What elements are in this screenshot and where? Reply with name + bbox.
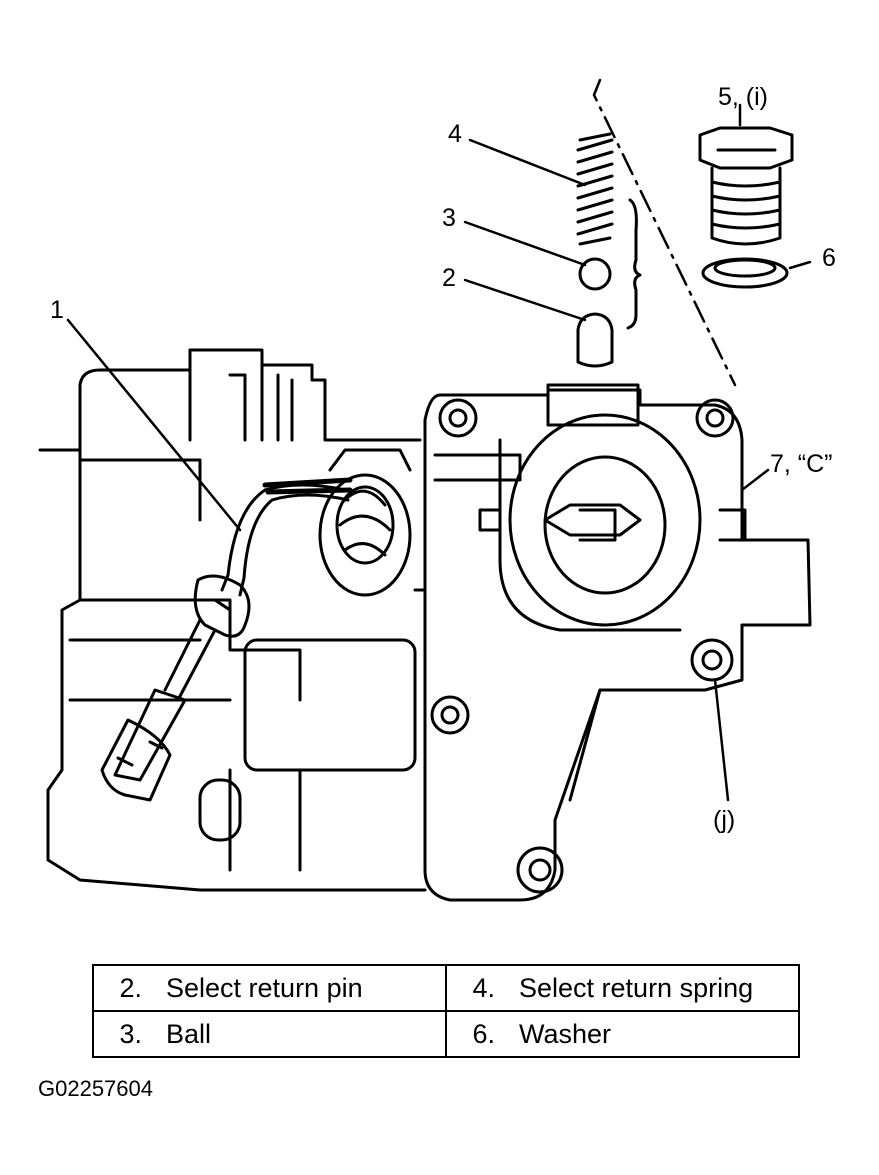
callout-6: 6 xyxy=(822,244,836,272)
transmission-diagram: 1 4 3 2 5, (i) 6 7, “C” (j) xyxy=(38,78,836,902)
select-return-spring xyxy=(576,132,614,246)
legend-label: Select return spring xyxy=(519,972,754,1003)
legend-cell: 4. Select return spring xyxy=(445,964,800,1012)
legend-number: 6. xyxy=(472,1018,495,1049)
sensor-harness xyxy=(100,477,353,802)
legend-number: 4. xyxy=(472,972,495,1003)
select-housing xyxy=(423,383,812,902)
legend-row: 3. Ball 6. Washer xyxy=(92,1010,800,1058)
figure-id: G02257604 xyxy=(38,1076,153,1101)
legend-label: Washer xyxy=(519,1018,612,1049)
callout-4: 4 xyxy=(448,120,462,148)
callout-1: 1 xyxy=(50,296,64,324)
leader-lines xyxy=(66,103,812,802)
callout-7-c: 7, “C” xyxy=(770,450,833,478)
ball xyxy=(578,257,612,291)
select-return-pin xyxy=(576,312,614,368)
parts-bracket xyxy=(626,198,642,330)
legend-number: 3. xyxy=(119,1018,142,1049)
legend-label: Select return pin xyxy=(166,972,363,1003)
legend-label: Ball xyxy=(166,1018,212,1049)
legend-number: 2. xyxy=(119,972,142,1003)
callout-3: 3 xyxy=(442,204,456,232)
transmission-case xyxy=(38,348,427,892)
legend-row: 2. Select return pin 4. Select return spri… xyxy=(92,964,800,1012)
legend-cell: 2. Select return pin xyxy=(92,964,447,1012)
legend-cell: 6. Washer xyxy=(445,1010,800,1058)
callout-j: (j) xyxy=(713,806,735,834)
legend-cell: 3. Ball xyxy=(92,1010,447,1058)
washer xyxy=(701,257,789,289)
plug-bolt xyxy=(698,126,794,246)
callout-5-i: 5, (i) xyxy=(718,83,768,111)
install-axis-line xyxy=(592,78,737,387)
parts-legend-table: 2. Select return pin 4. Select return spri… xyxy=(92,964,800,1058)
callout-2: 2 xyxy=(442,264,456,292)
